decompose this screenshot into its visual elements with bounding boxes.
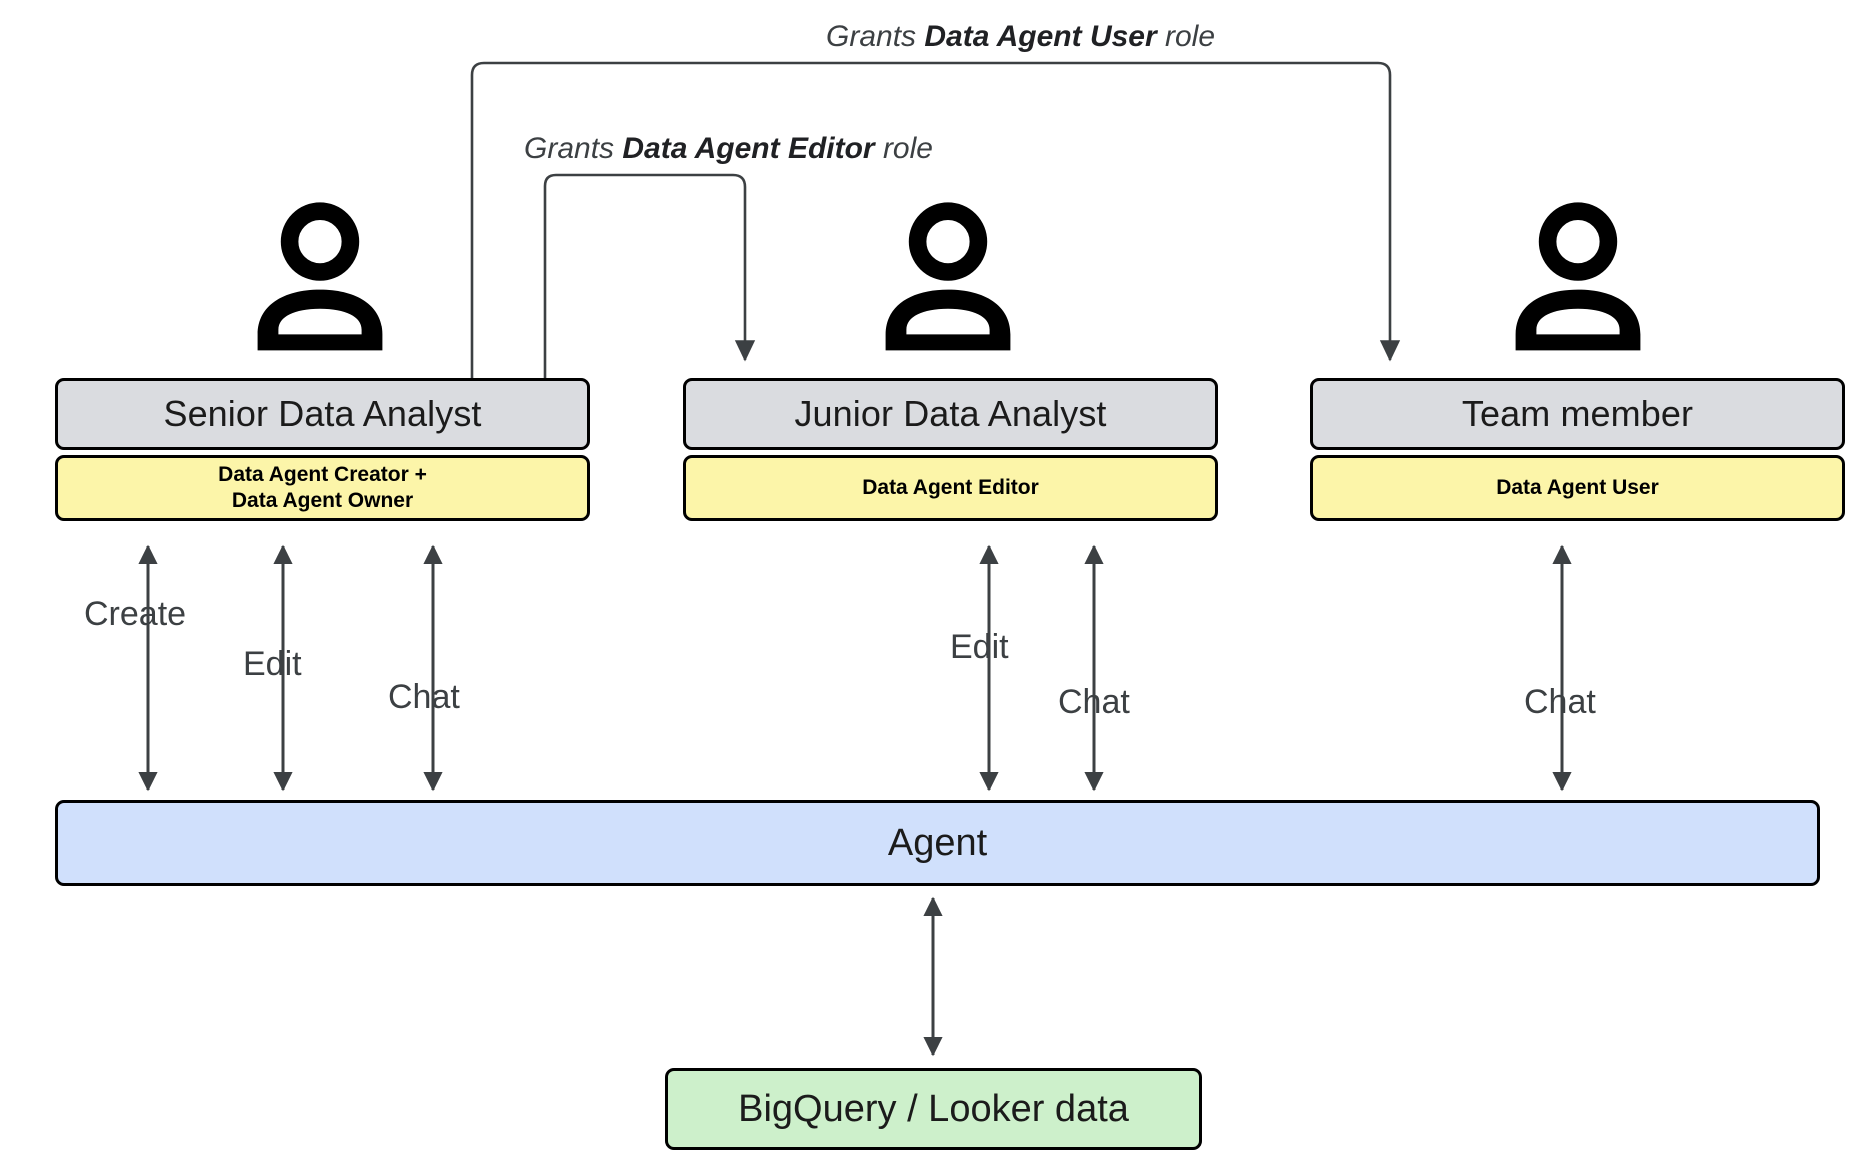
grant-label-data-agent-editor: Grants Data Agent Editor role: [524, 132, 933, 166]
persona-title-junior-data-analyst: Junior Data Analyst: [683, 378, 1218, 450]
edge-label-junior-chat: Chat: [1058, 683, 1130, 721]
grant-user-role: Data Agent User: [924, 20, 1157, 53]
person-icon: [240, 200, 400, 360]
grant-editor-prefix: Grants: [524, 132, 623, 165]
persona-card-team-member[interactable]: Team member Data Agent User: [1310, 378, 1845, 521]
grant-label-data-agent-user: Grants Data Agent User role: [826, 20, 1215, 54]
edge-label-senior-edit: Edit: [243, 645, 302, 683]
persona-role-badge-junior-data-analyst: Data Agent Editor: [683, 455, 1218, 521]
grant-user-suffix: role: [1156, 20, 1216, 53]
grant-editor-connector: [543, 173, 756, 378]
data-source-bar[interactable]: BigQuery / Looker data: [665, 1068, 1202, 1150]
agent-bar[interactable]: Agent: [55, 800, 1820, 886]
person-icon: [868, 200, 1028, 360]
grant-editor-suffix: role: [874, 132, 933, 165]
edge-label-senior-create: Create: [84, 595, 187, 633]
grant-editor-role: Data Agent Editor: [622, 132, 875, 165]
persona-title-senior-data-analyst: Senior Data Analyst: [55, 378, 590, 450]
persona-role-badge-team-member: Data Agent User: [1310, 455, 1845, 521]
edge-label-junior-edit: Edit: [950, 628, 1009, 666]
persona-role-badge-senior-data-analyst: Data Agent Creator + Data Agent Owner: [55, 455, 590, 521]
edge-label-member-chat: Chat: [1524, 683, 1596, 721]
person-icon: [1498, 200, 1658, 360]
persona-card-junior-data-analyst[interactable]: Junior Data Analyst Data Agent Editor: [683, 378, 1218, 521]
persona-title-team-member: Team member: [1310, 378, 1845, 450]
grant-user-prefix: Grants: [826, 20, 925, 53]
edge-label-senior-chat: Chat: [388, 678, 460, 716]
persona-card-senior-data-analyst[interactable]: Senior Data Analyst Data Agent Creator +…: [55, 378, 590, 521]
